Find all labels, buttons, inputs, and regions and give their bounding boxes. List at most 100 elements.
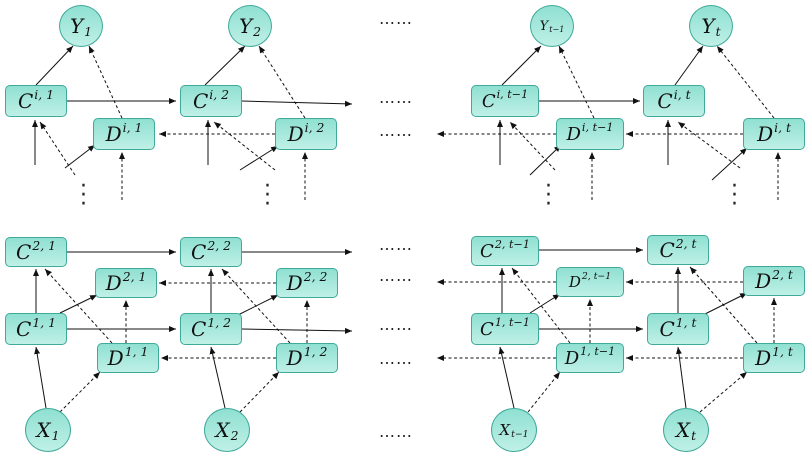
node-base: Y bbox=[238, 14, 253, 38]
edge-c-1-2-forward bbox=[241, 327, 353, 334]
ellipsis-layer-2-c: …… bbox=[379, 235, 413, 254]
edge-d-1-t-1-to-c-2-t-1 bbox=[511, 267, 571, 344]
node-base: X bbox=[499, 421, 511, 439]
edge-xt-to-c-1-t bbox=[675, 346, 687, 409]
node-base: D bbox=[566, 123, 581, 145]
node-base: X bbox=[675, 418, 691, 442]
node-sup: i, 2 bbox=[304, 119, 325, 135]
node-sup: i, 1 bbox=[34, 86, 55, 102]
node-sub: t bbox=[691, 428, 697, 444]
ellipsis-layer-i-c: …… bbox=[379, 88, 413, 107]
node-base: D bbox=[287, 122, 304, 146]
edge-c-i-t-to-yt bbox=[674, 45, 704, 86]
edge-into-c-i-t-dashed bbox=[677, 121, 741, 169]
node-sub: t−1 bbox=[511, 428, 529, 440]
node-sup: 1, 2 bbox=[303, 343, 328, 359]
vertical-ellipsis-col4: ··· bbox=[731, 174, 738, 217]
node-base: C bbox=[480, 318, 494, 340]
node-base: D bbox=[105, 271, 122, 295]
node-base: D bbox=[286, 271, 303, 295]
node-base: C bbox=[657, 89, 673, 113]
ellipsis-layer-i-d: …… bbox=[379, 121, 413, 140]
edge-into-c-i-1-dashed bbox=[39, 121, 76, 176]
edge-xt-1-to-c-1-t-1 bbox=[498, 346, 515, 409]
node-sub: 2 bbox=[253, 24, 262, 40]
ellipsis-layer-2-d: …… bbox=[379, 266, 413, 285]
edge-into-c-i-2-dashed bbox=[213, 121, 276, 171]
node-sub: 1 bbox=[84, 24, 93, 40]
node-base: C bbox=[16, 317, 32, 341]
ellipsis-layer-1-c: …… bbox=[379, 315, 413, 334]
edge-c-1-t-1-to-d-2-t-1 bbox=[529, 293, 561, 314]
edge-c-1-2-to-d-2-2 bbox=[237, 294, 279, 316]
edge-x1-to-c-1-1 bbox=[34, 346, 47, 409]
node-base: C bbox=[192, 89, 209, 113]
edge-xt-to-d-1-t bbox=[699, 371, 748, 413]
vertical-ellipsis-col2: ··· bbox=[264, 174, 271, 217]
node-base: Y bbox=[701, 14, 715, 38]
node-base: D bbox=[564, 347, 580, 369]
node-sub: 1 bbox=[51, 428, 60, 444]
ellipsis-inputs: …… bbox=[379, 422, 413, 441]
node-sup: 1, t bbox=[675, 314, 697, 330]
node-base: C bbox=[481, 90, 496, 112]
node-base: D bbox=[755, 346, 772, 370]
vertical-ellipsis-col3: ··· bbox=[545, 174, 552, 217]
ellipsis-layer-1-d: …… bbox=[379, 349, 413, 368]
node-base: Y bbox=[69, 14, 84, 38]
ellipsis-outputs: …… bbox=[379, 9, 413, 28]
node-sup: 2, t bbox=[772, 266, 793, 282]
node-sup: i, t bbox=[774, 119, 791, 135]
node-base: C bbox=[191, 317, 207, 341]
edge-d-i-t-1-to-yt-1 bbox=[558, 45, 595, 119]
node-base: X bbox=[215, 418, 230, 442]
node-sup: i, t−1 bbox=[496, 88, 529, 102]
edge-d-1-1-to-c-2-1 bbox=[44, 268, 113, 344]
edge-d-i-t-to-yt bbox=[716, 45, 775, 119]
node-sup: 2, t−1 bbox=[494, 238, 530, 252]
node-sup: 1, t bbox=[772, 343, 793, 359]
edge-into-c-i-t-1-dashed bbox=[509, 121, 556, 171]
node-base: D bbox=[757, 122, 774, 146]
node-base: D bbox=[755, 269, 772, 293]
node-base: D bbox=[568, 273, 581, 291]
vertical-ellipsis-col1: ··· bbox=[80, 174, 87, 217]
edge-c-i-2-to-y2 bbox=[204, 45, 246, 86]
node-base: C bbox=[659, 317, 675, 341]
edge-into-d-i-1-solid bbox=[64, 144, 96, 169]
edge-c-1-t-to-d-2-t bbox=[704, 292, 748, 315]
node-sup: 2, 2 bbox=[303, 268, 328, 284]
node-base: D bbox=[107, 346, 124, 370]
edge-d-1-2-to-c-2-2 bbox=[221, 268, 291, 344]
node-base: C bbox=[659, 238, 675, 262]
edge-d-i-2-to-y2 bbox=[258, 45, 306, 119]
node-base: C bbox=[17, 89, 34, 113]
node-sup: 2, t−1 bbox=[581, 271, 612, 283]
edge-c-i-t-1-to-yt-1 bbox=[501, 45, 542, 86]
edge-xt-1-to-d-1-t-1 bbox=[527, 371, 561, 413]
node-sup: 1, 1 bbox=[124, 343, 149, 359]
node-base: C bbox=[16, 240, 32, 264]
edge-x2-to-d-1-2 bbox=[239, 371, 280, 413]
